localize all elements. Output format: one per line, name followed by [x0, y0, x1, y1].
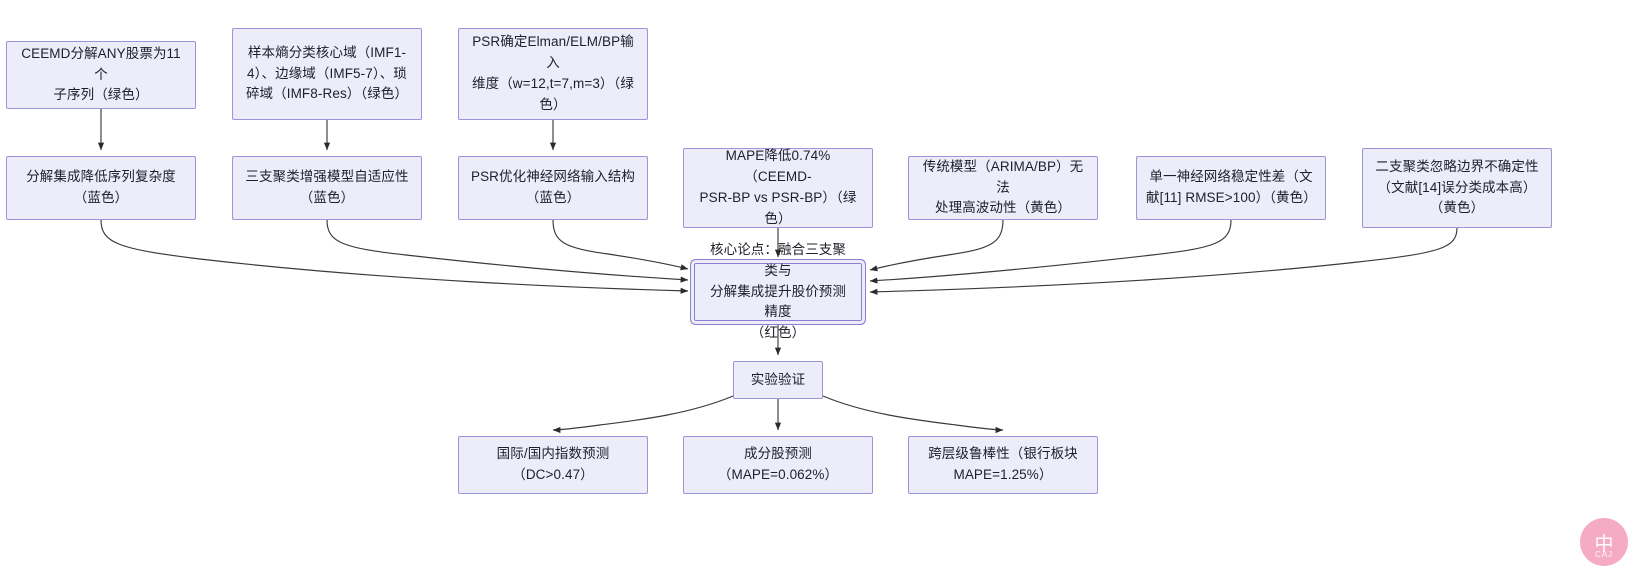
edge-n8-n11	[869, 219, 1004, 272]
node-mape-reduction-evidence[interactable]: MAPE降低0.74%（CEEMD- PSR-BP vs PSR-BP）（绿 色…	[683, 148, 873, 228]
edge-n6-n11	[552, 219, 689, 271]
node-psr-input-dimension[interactable]: PSR确定Elman/ELM/BP输入 维度（w=12,t=7,m=3）（绿 色…	[458, 28, 648, 120]
node-result-constituent-stock-forecast[interactable]: 成分股预测 （MAPE=0.062%）	[683, 436, 873, 494]
node-label: CEEMD分解ANY股票为11个 子序列（绿色）	[21, 45, 181, 103]
node-label: 三支聚类增强模型自适应性 （蓝色）	[245, 169, 409, 205]
edge-n12-n13	[552, 395, 734, 434]
edge-n9-n11	[869, 219, 1232, 284]
node-label: 分解集成降低序列复杂度 （蓝色）	[26, 169, 176, 205]
node-label: 跨层级鲁棒性（银行板块 MAPE=1.25%）	[928, 446, 1078, 482]
node-sample-entropy-domains[interactable]: 样本熵分类核心域（IMF1- 4）、边缘域（IMF5-7）、琐 碎域（IMF8-…	[232, 28, 422, 120]
node-three-way-clustering-adaptivity[interactable]: 三支聚类增强模型自适应性 （蓝色）	[232, 156, 422, 220]
node-decomposition-reduces-complexity[interactable]: 分解集成降低序列复杂度 （蓝色）	[6, 156, 196, 220]
node-experimental-validation[interactable]: 实验验证	[733, 361, 823, 399]
node-label: 单一神经网络稳定性差（文 献[11] RMSE>100）（黄色）	[1146, 169, 1317, 205]
node-label: 成分股预测 （MAPE=0.062%）	[717, 446, 839, 482]
edge-n10-n11	[869, 227, 1458, 295]
node-core-thesis[interactable]: 核心论点：融合三支聚类与 分解集成提升股价预测精度 （红色）	[694, 242, 862, 340]
edge-n4-n11	[100, 219, 689, 294]
node-traditional-model-gap[interactable]: 传统模型（ARIMA/BP）无法 处理高波动性（黄色）	[908, 156, 1098, 220]
watermark-glyph: 中	[1594, 533, 1614, 555]
node-label: 实验验证	[750, 371, 806, 387]
node-label: PSR优化神经网络输入结构 （蓝色）	[470, 169, 636, 205]
node-two-way-clustering-gap[interactable]: 二支聚类忽略边界不确定性 （文献[14]误分类成本高） （黄色）	[1362, 148, 1552, 228]
node-label: 国际/国内指数预测 （DC>0.47）	[496, 446, 610, 482]
watermark-sub-label: CAJ	[1594, 550, 1614, 559]
node-label: 样本熵分类核心域（IMF1- 4）、边缘域（IMF5-7）、琐 碎域（IMF8-…	[245, 44, 409, 102]
edge-n12-n15	[822, 395, 1004, 434]
node-result-index-forecast[interactable]: 国际/国内指数预测 （DC>0.47）	[458, 436, 648, 494]
node-ceemd-decomposition[interactable]: CEEMD分解ANY股票为11个 子序列（绿色）	[6, 41, 196, 109]
node-psr-optimizes-network-input[interactable]: PSR优化神经网络输入结构 （蓝色）	[458, 156, 648, 220]
node-label: 二支聚类忽略边界不确定性 （文献[14]误分类成本高） （黄色）	[1375, 158, 1539, 216]
edge-n5-n11	[326, 219, 689, 283]
node-label: MAPE降低0.74%（CEEMD- PSR-BP vs PSR-BP）（绿 色…	[699, 148, 857, 226]
node-result-cross-level-robustness[interactable]: 跨层级鲁棒性（银行板块 MAPE=1.25%）	[908, 436, 1098, 494]
node-label: 核心论点：融合三支聚类与 分解集成提升股价预测精度 （红色）	[710, 241, 846, 341]
node-label: 传统模型（ARIMA/BP）无法 处理高波动性（黄色）	[922, 158, 1084, 216]
node-label: PSR确定Elman/ELM/BP输入 维度（w=12,t=7,m=3）（绿 色…	[472, 34, 634, 112]
watermark-badge: 中 CAJ	[1580, 518, 1628, 566]
node-single-network-instability-gap[interactable]: 单一神经网络稳定性差（文 献[11] RMSE>100）（黄色）	[1136, 156, 1326, 220]
